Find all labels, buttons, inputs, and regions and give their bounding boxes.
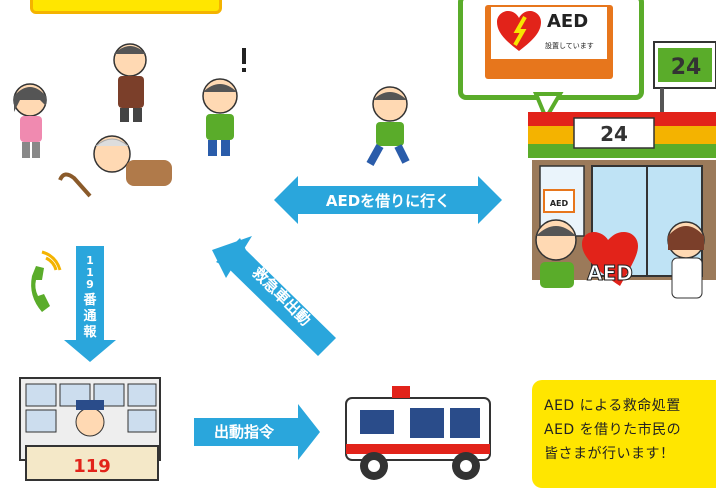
call-char-4: 通 — [83, 308, 96, 324]
aed-sign-title: AED — [547, 11, 589, 32]
person-man-alert — [202, 48, 246, 156]
call-char-1: 1 — [86, 266, 94, 279]
heart-icon — [497, 11, 541, 51]
aed-sign-bubble: AED 設置しています — [458, 0, 644, 100]
arrow-ambulance-dispatch — [212, 236, 336, 356]
call-char-5: 報 — [83, 324, 97, 340]
aed-sign-plate: AED 設置しています — [485, 5, 613, 79]
people-using-aed — [535, 219, 705, 299]
person-woman-surprised — [13, 83, 47, 158]
note-line-2: AED を借りた市民の — [544, 422, 682, 438]
arrow-borrow-aed-label: AEDを借りに行く — [326, 192, 450, 210]
arrow-dispatch-order — [194, 404, 320, 460]
arrow-dispatch-order-label: 出動指令 — [214, 423, 275, 441]
store-banner-number: 24 — [600, 122, 628, 146]
info-note-box: AED による救命処置 AED を借りた市民の 皆さまが行います！ — [532, 380, 716, 488]
person-man-glasses — [113, 43, 147, 122]
arrow-119-call — [64, 246, 116, 362]
aed-sign-panel: AED 設置しています — [491, 7, 607, 59]
call-char-2: 9 — [86, 278, 94, 291]
person-elderly-collapsed — [58, 135, 172, 198]
ambulance — [345, 386, 491, 480]
heart-aed-label: AED — [587, 261, 633, 285]
dispatch-center-number: 119 — [73, 456, 111, 477]
arrow-119-label: 1 1 9 番 通 報 — [82, 254, 97, 340]
aed-sign-subtitle: 設置しています — [545, 42, 594, 50]
store-sign-number: 24 — [671, 55, 702, 80]
call-char-3: 番 — [82, 292, 97, 308]
dispatch-center — [19, 377, 161, 481]
store-door-sign: AED — [550, 199, 569, 208]
note-line-3: 皆さまが行います！ — [544, 446, 675, 462]
phone-icon — [31, 250, 62, 312]
note-line-1: AED による救命処置 — [544, 398, 681, 414]
person-running — [366, 86, 410, 166]
bubble-tail — [533, 92, 564, 123]
arrow-borrow-aed — [274, 176, 502, 224]
top-info-box — [30, 0, 222, 14]
call-char-0: 1 — [86, 254, 94, 267]
